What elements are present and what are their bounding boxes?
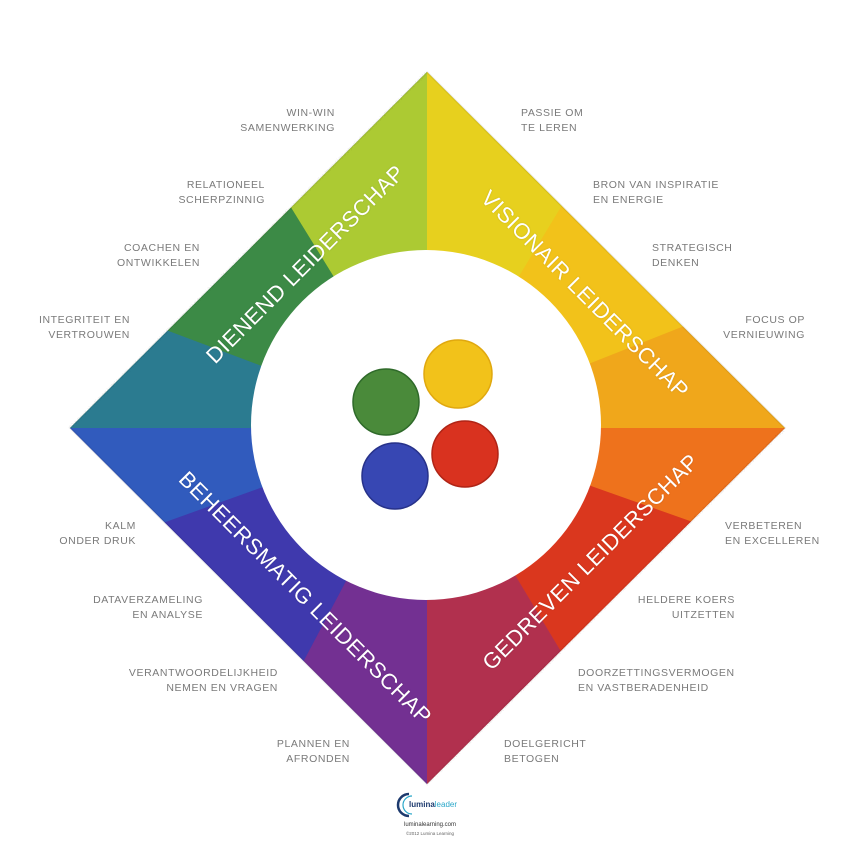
lumina-leader-logo: luminaleader luminalearning.com ©2012 Lu…	[395, 790, 465, 850]
red-circle	[431, 420, 499, 488]
logo-url: luminalearning.com	[403, 822, 457, 828]
blue-circle	[361, 442, 429, 510]
logo-swoosh-icon	[396, 792, 413, 818]
center-circle	[251, 250, 601, 600]
logo-copyright: ©2012 Lumina Learning	[405, 831, 455, 836]
yellow-circle	[423, 339, 493, 409]
logo-wordmark: luminaleader	[409, 800, 458, 809]
green-circle	[352, 368, 420, 436]
